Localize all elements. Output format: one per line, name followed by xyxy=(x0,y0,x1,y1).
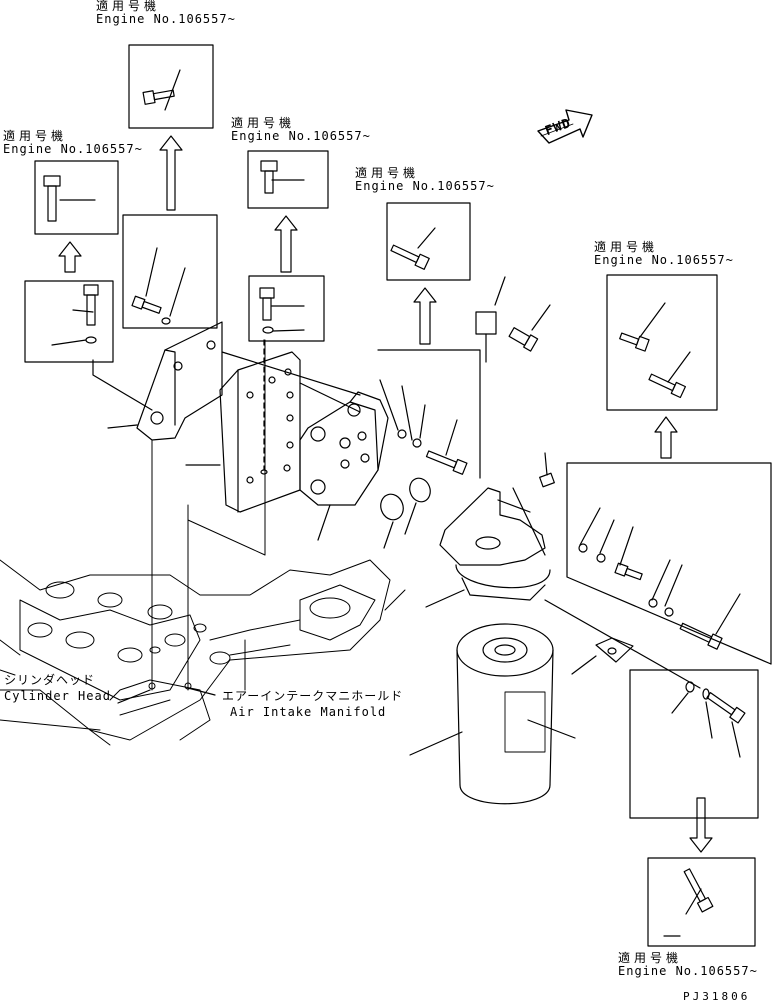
air-intake-en: Air Intake Manifold xyxy=(230,705,387,719)
note-jp: 適用号機 xyxy=(594,240,659,254)
note-center-right: 適用号機 Engine No.106557~ xyxy=(355,167,495,193)
filter-head-block xyxy=(299,391,389,541)
air-intake-label: エアーインテークマニホールド Air Intake Manifold xyxy=(222,688,403,720)
cylinder-head-en: Cylinder Head xyxy=(4,689,111,703)
label-leaders xyxy=(117,687,216,704)
note-mid: 適用号機 Engine No.106557~ xyxy=(231,117,371,143)
block-bolts xyxy=(379,379,468,475)
mounting-plate xyxy=(185,339,361,513)
note-bottom: 適用号機 Engine No.106557~ xyxy=(618,952,758,978)
detail-boxes xyxy=(24,44,772,947)
cylinder-head-jp: シリンダヘッド xyxy=(4,673,96,687)
small-l-bracket xyxy=(571,637,634,675)
note-jp: 適用号機 xyxy=(3,129,68,143)
note-jp: 適用号機 xyxy=(231,116,296,130)
note-en: Engine No.106557~ xyxy=(355,179,495,193)
drawing-code: PJ31806 xyxy=(683,990,751,1003)
note-jp: 適用号機 xyxy=(618,951,683,965)
air-intake-jp: エアーインテークマニホールド xyxy=(222,689,404,703)
note-en: Engine No.106557~ xyxy=(594,253,734,267)
note-en: Engine No.106557~ xyxy=(96,12,236,26)
fwd-arrow-outline xyxy=(537,109,593,144)
left-bracket xyxy=(92,321,223,441)
oil-filter-cartridge xyxy=(409,623,576,805)
filter-head xyxy=(425,487,701,689)
o-rings xyxy=(380,477,431,549)
note-en: Engine No.106557~ xyxy=(618,964,758,978)
note-top: 適用号機 Engine No.106557~ xyxy=(96,0,236,26)
note-left: 適用号機 Engine No.106557~ xyxy=(3,130,143,156)
note-right: 適用号機 Engine No.106557~ xyxy=(594,241,734,267)
engine-block xyxy=(0,339,406,746)
cylinder-head-label: シリンダヘッド Cylinder Head xyxy=(4,672,111,704)
note-jp: 適用号機 xyxy=(96,0,161,13)
filter-bracket-bolts xyxy=(475,276,741,650)
hollow-arrows xyxy=(58,135,713,853)
note-en: Engine No.106557~ xyxy=(3,142,143,156)
note-jp: 適用号機 xyxy=(355,166,420,180)
note-en: Engine No.106557~ xyxy=(231,129,371,143)
detail-bolts xyxy=(43,69,746,937)
